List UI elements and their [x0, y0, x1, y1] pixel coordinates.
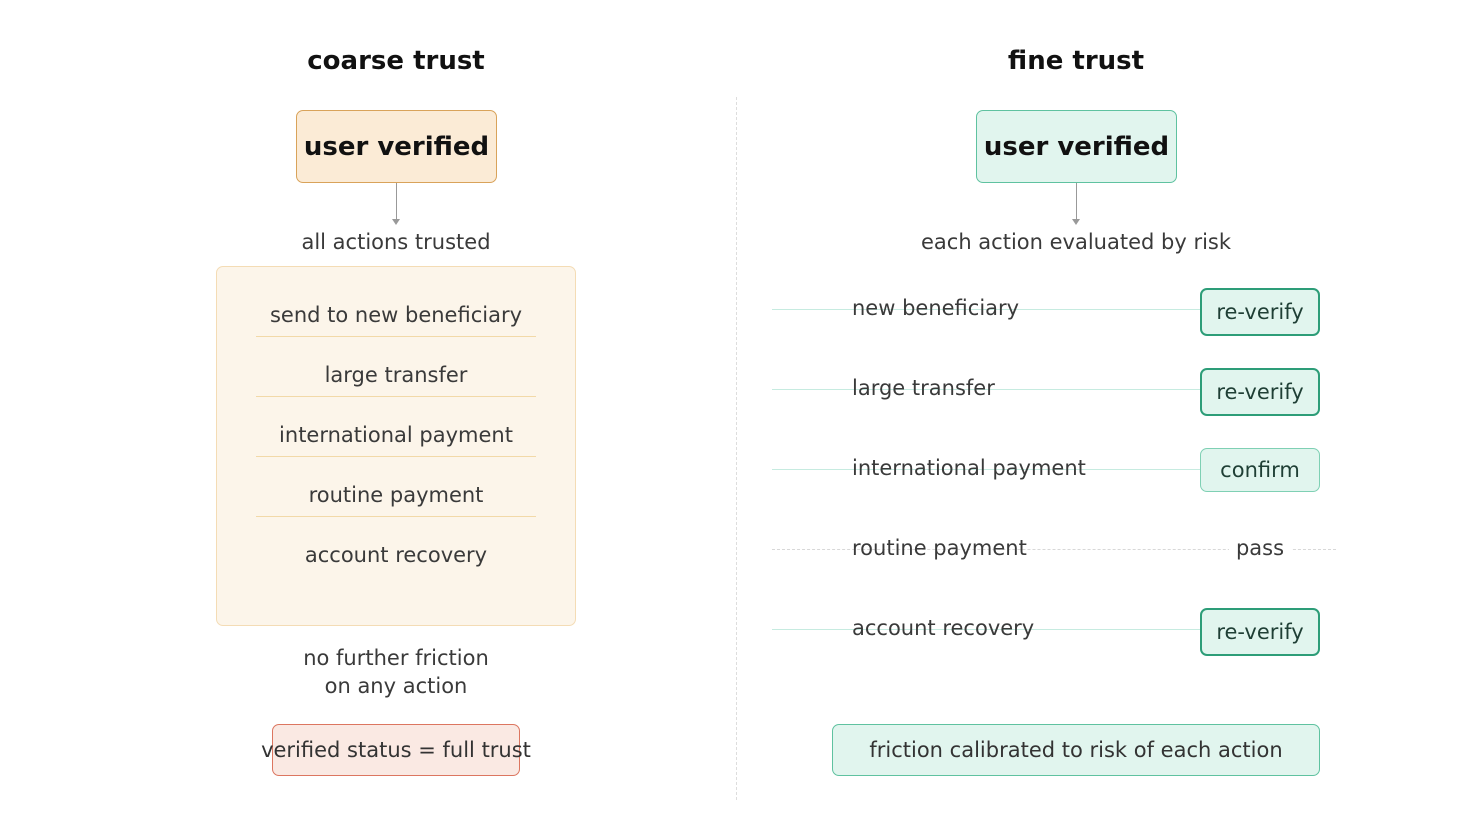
coarse-action-international-payment: international payment	[256, 420, 536, 457]
coarse-actions-panel	[216, 266, 576, 626]
coarse-summary-box: verified status = full trust	[261, 724, 531, 776]
fine-action-account-recovery: account recovery	[852, 616, 1035, 640]
coarse-action-account-recovery: account recovery	[304, 543, 488, 567]
fine-summary-box: friction calibrated to risk of each acti…	[832, 724, 1320, 776]
fine-outcome-re-verify: re-verify	[1200, 368, 1320, 416]
fine-action-routine-payment: routine payment	[852, 536, 1027, 560]
coarse-user-verified-box: user verified	[296, 110, 497, 183]
fine-outcome-confirm: confirm	[1200, 448, 1320, 492]
fine-caption: each action evaluated by risk	[920, 230, 1232, 254]
fine-action-new-beneficiary: new beneficiary	[852, 296, 1020, 320]
coarse-action-routine-payment: routine payment	[256, 480, 536, 517]
fine-user-verified-box: user verified	[976, 110, 1177, 183]
fine-connector-line-dashed	[772, 549, 1336, 550]
fine-outcome-re-verify: re-verify	[1200, 608, 1320, 656]
coarse-trust-title: coarse trust	[307, 46, 485, 76]
coarse-action-new-beneficiary: send to new beneficiary	[256, 300, 536, 337]
fine-connector-line	[772, 309, 1200, 310]
fine-connector-line	[772, 389, 1200, 390]
fine-connector-line	[772, 629, 1200, 630]
fine-connector-line	[772, 469, 1200, 470]
fine-action-large-transfer: large transfer	[852, 376, 995, 400]
coarse-arrow	[396, 183, 397, 220]
coarse-caption: all actions trusted	[301, 230, 491, 254]
coarse-note-line-2: on any action	[324, 674, 468, 698]
center-divider	[736, 97, 737, 800]
coarse-arrow-head	[392, 219, 400, 225]
fine-arrow-head	[1072, 219, 1080, 225]
fine-arrow	[1076, 183, 1077, 220]
fine-action-international-payment: international payment	[852, 456, 1086, 480]
coarse-action-large-transfer: large transfer	[256, 360, 536, 397]
fine-outcome-pass: pass	[1229, 535, 1291, 561]
fine-outcome-re-verify: re-verify	[1200, 288, 1320, 336]
coarse-note-line-1: no further friction	[303, 646, 489, 670]
fine-trust-title: fine trust	[1007, 46, 1145, 76]
